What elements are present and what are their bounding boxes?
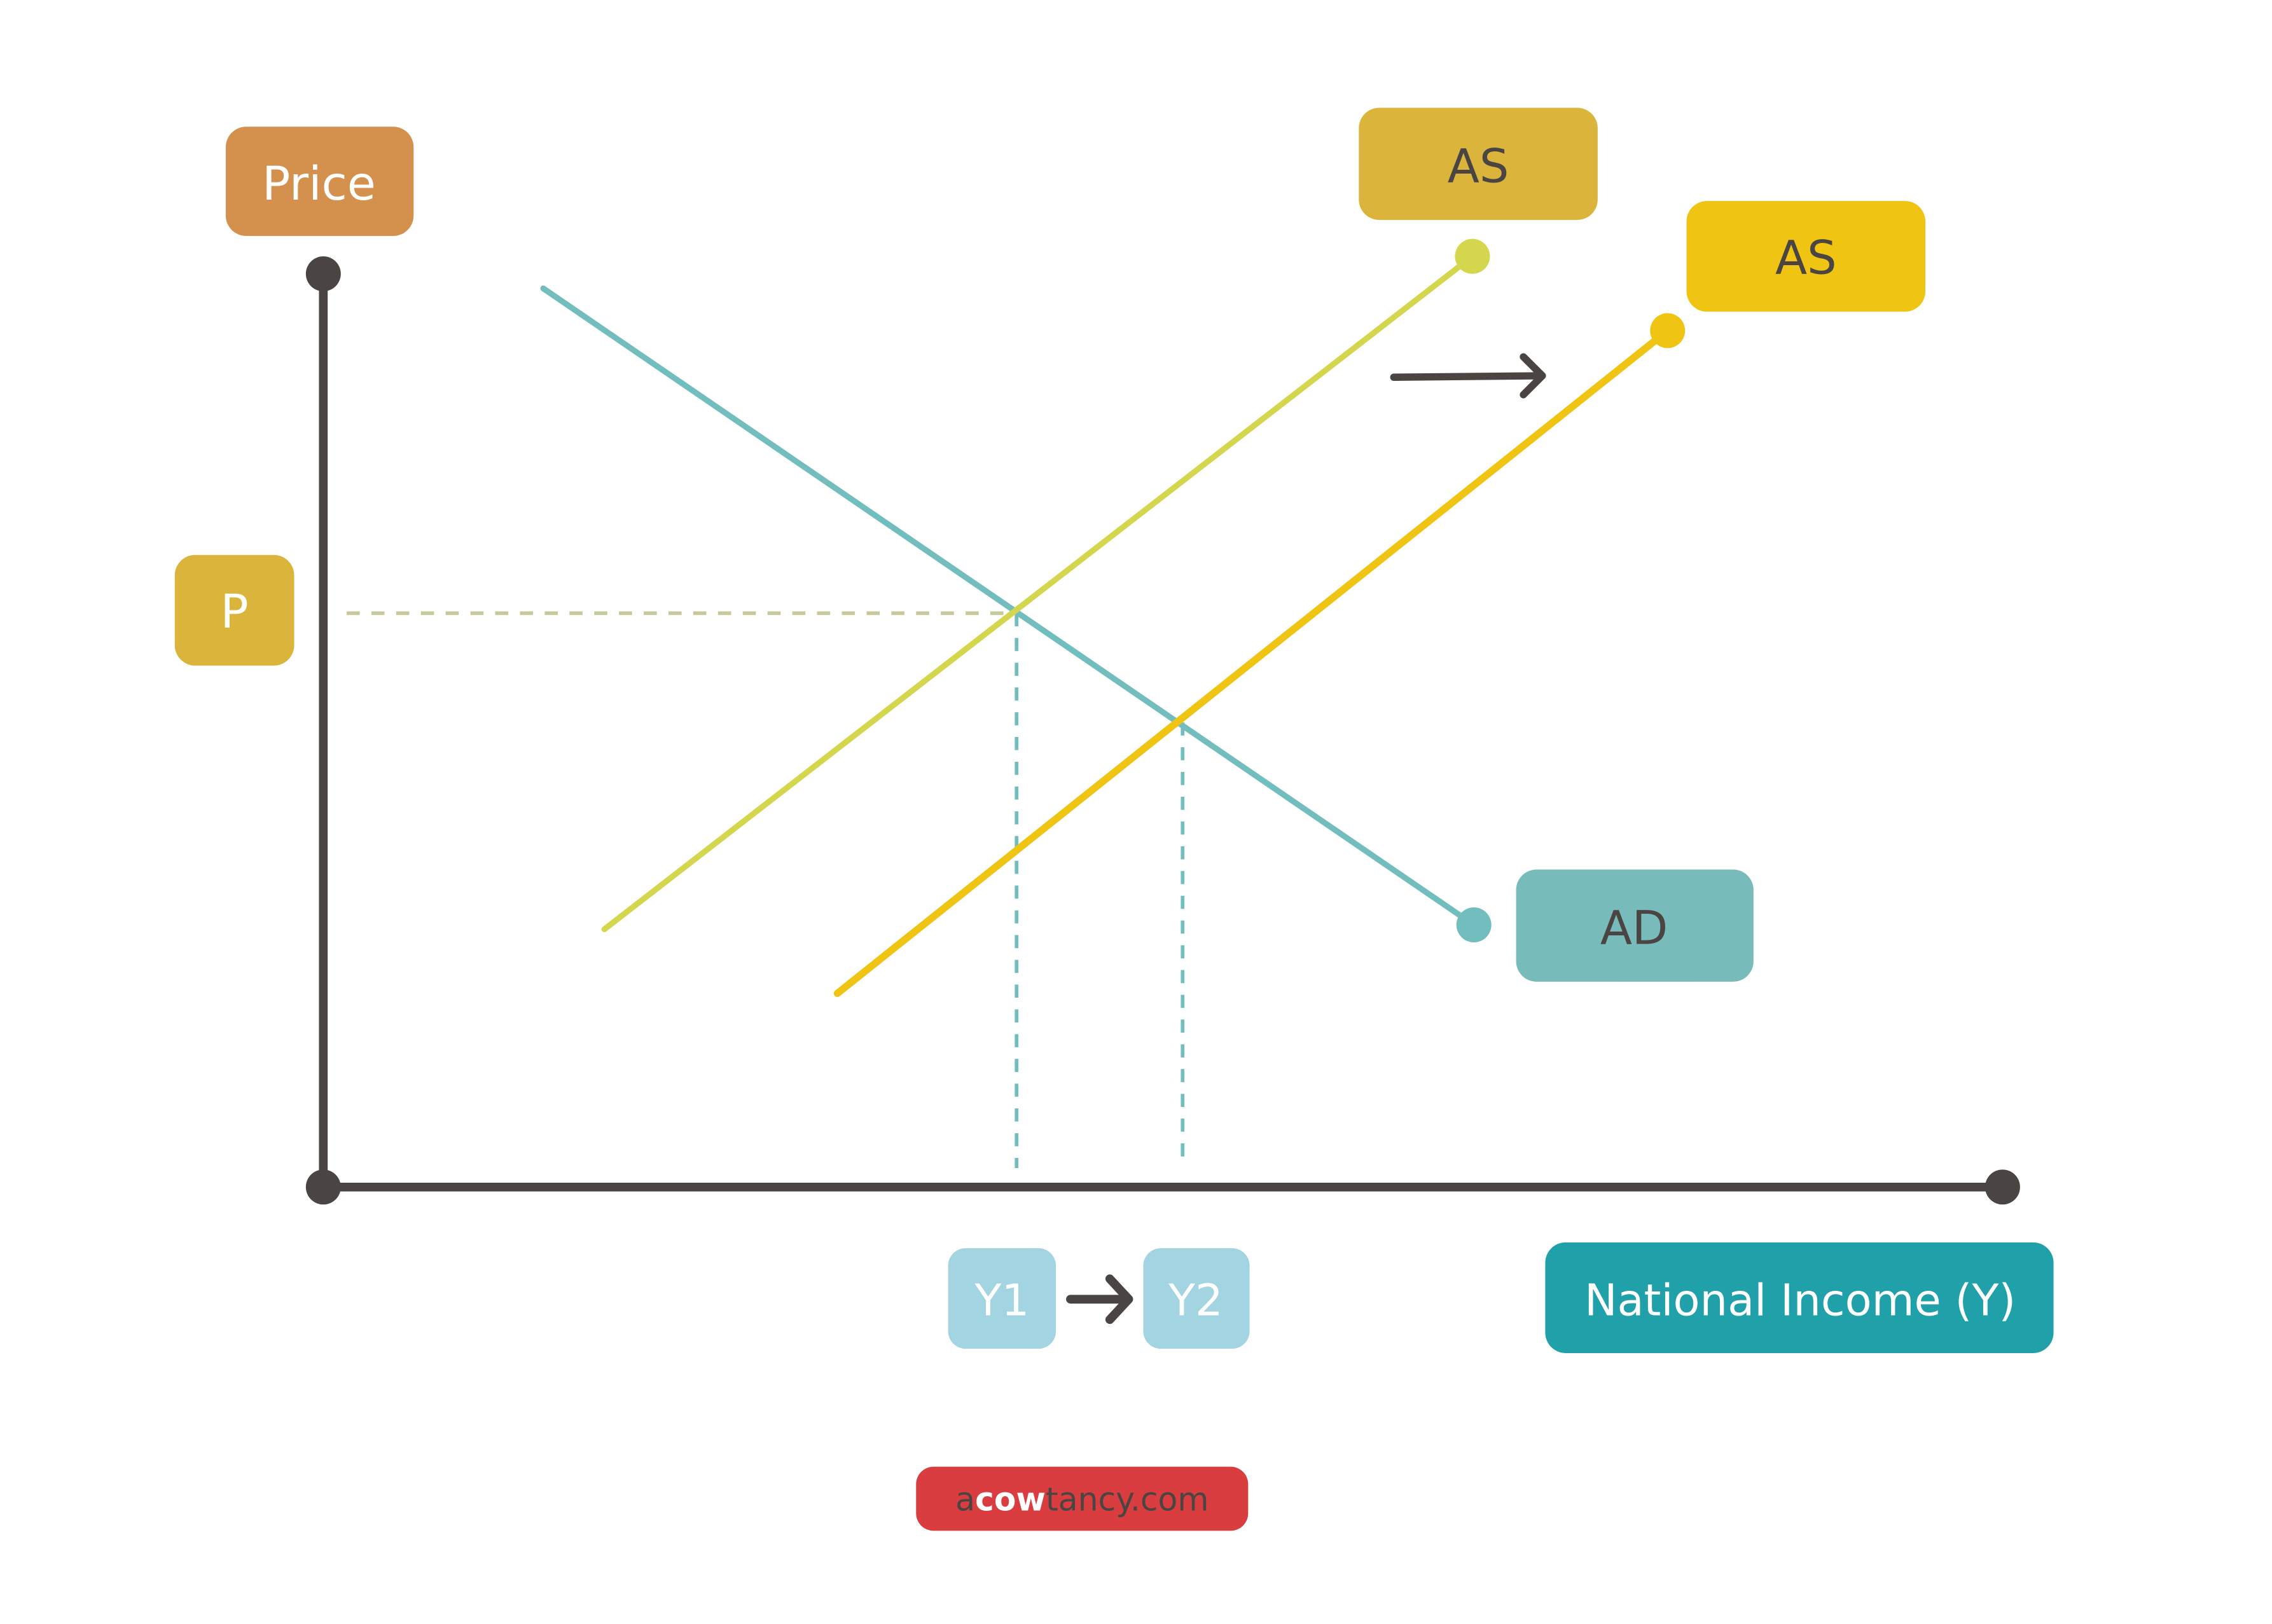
origin-dot — [305, 1169, 341, 1205]
acowtancy-logo: acowtancy.com — [916, 1466, 1249, 1531]
svg-text:acowtancy.com: acowtancy.com — [955, 1480, 1209, 1518]
p-label: P — [174, 554, 294, 666]
ad-label-text: AD — [1600, 901, 1668, 955]
y2-label-text: Y2 — [1168, 1275, 1223, 1326]
logo-bold: cow — [975, 1480, 1046, 1518]
logo-suffix: tancy.com — [1046, 1480, 1209, 1518]
x-axis-end-dot — [1985, 1169, 2020, 1205]
p-label-text: P — [221, 585, 249, 639]
y1-label: Y1 — [948, 1248, 1056, 1349]
as-shifted-label-text: AS — [1775, 231, 1837, 286]
shift-right-arrow-icon — [1390, 353, 1546, 399]
national-income-label-text: National Income (Y) — [1584, 1275, 2016, 1326]
ad-curve — [540, 285, 1477, 928]
price-label: Price — [225, 127, 414, 237]
as-shifted-label: AS — [1686, 201, 1926, 312]
as-original-curve — [601, 253, 1476, 932]
national-income-label: National Income (Y) — [1545, 1242, 2054, 1353]
price-label-text: Price — [262, 157, 376, 211]
y-axis-end-dot — [305, 256, 341, 292]
as-original-label-text: AS — [1448, 139, 1509, 193]
ad-end-dot — [1456, 907, 1492, 943]
y1-to-y2-arrow-icon — [1066, 1274, 1133, 1325]
as-original-label: AS — [1359, 107, 1598, 220]
y1-label-text: Y1 — [974, 1275, 1030, 1326]
as-shifted-curve — [833, 327, 1672, 997]
as-original-end-dot — [1455, 238, 1490, 274]
ad-label: AD — [1516, 869, 1754, 982]
logo-prefix: a — [955, 1480, 975, 1518]
y2-label: Y2 — [1143, 1248, 1250, 1349]
as-shifted-end-dot — [1650, 313, 1686, 348]
